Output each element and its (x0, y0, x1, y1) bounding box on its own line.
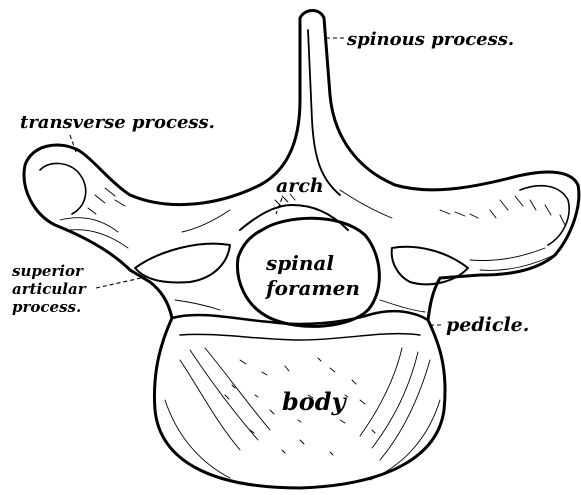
superior-articular-label-line2: articular (12, 280, 87, 298)
diagram-labels: spinous process. transverse process. arc… (12, 29, 529, 416)
arch-ridge (240, 205, 348, 230)
spinous-process-ridge (308, 30, 340, 195)
body-inner-rim (180, 334, 420, 340)
spinous-process-label: spinous process. (346, 29, 514, 50)
spinal-foramen-label-line2: foramen (264, 276, 360, 300)
body-rim (172, 311, 428, 324)
left-transverse-tip (40, 163, 86, 214)
vertebra-illustration (24, 11, 579, 489)
superior-articular-label-line3: process. (12, 298, 81, 316)
body-label: body (282, 387, 348, 416)
right-superior-articular-facet (392, 247, 468, 285)
spinal-foramen-label-line1: spinal (265, 251, 334, 275)
superior-articular-label-line1: superior (12, 262, 84, 280)
pedicle-label: pedicle. (446, 314, 529, 336)
transverse-process-label: transverse process. (20, 112, 215, 133)
right-transverse-tip (520, 186, 569, 245)
left-superior-articular-facet (135, 244, 230, 283)
vertebra-outline (24, 11, 579, 489)
arch-label: arch (276, 175, 324, 197)
transverse-process-leader (70, 135, 76, 152)
